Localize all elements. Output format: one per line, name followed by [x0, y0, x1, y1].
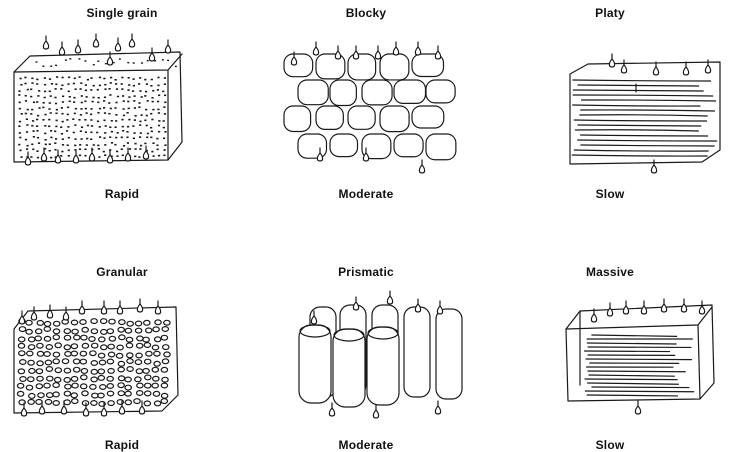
- water-drop-icon: [107, 57, 112, 65]
- massive-sketch: [488, 225, 732, 450]
- water-drop-icon: [137, 304, 142, 312]
- water-drop-icon: [681, 304, 686, 312]
- water-drop-icon: [329, 408, 334, 416]
- water-drop-icon: [635, 406, 640, 414]
- drainage-rate: Slow: [488, 187, 732, 201]
- water-drop-icon: [83, 408, 88, 416]
- granular-sketch: [0, 225, 244, 450]
- cell-massive: Massive Slow: [488, 225, 732, 450]
- water-drop-icon: [623, 306, 628, 314]
- water-drop-icon: [353, 51, 358, 59]
- water-drop-icon: [115, 43, 120, 51]
- water-drop-icon: [705, 65, 710, 73]
- water-drop-icon: [47, 310, 52, 318]
- water-drop-icon: [387, 296, 392, 304]
- water-drop-icon: [59, 47, 64, 55]
- water-drop-icon: [699, 306, 704, 314]
- water-drop-icon: [415, 47, 420, 55]
- water-drop-icon: [609, 59, 614, 67]
- water-drop-icon: [419, 165, 424, 173]
- water-drop-icon: [55, 155, 60, 163]
- water-drop-icon: [41, 153, 46, 161]
- water-drop-icon: [63, 312, 68, 320]
- water-drop-icon: [373, 410, 378, 418]
- water-drop-icon: [75, 45, 80, 53]
- cell-platy: Platy Slow: [488, 0, 732, 225]
- prismatic-sketch: [244, 225, 488, 450]
- water-drop-icon: [621, 65, 626, 73]
- water-drop-icon: [591, 314, 596, 322]
- water-drop-icon: [415, 304, 420, 312]
- water-drop-icon: [683, 67, 688, 75]
- water-drop-icon: [125, 153, 130, 161]
- water-drop-icon: [353, 302, 358, 310]
- water-drop-icon: [435, 51, 440, 59]
- cell-prismatic: Prismatic Moderate: [244, 225, 488, 450]
- water-drop-icon: [79, 306, 84, 314]
- water-drop-icon: [393, 47, 398, 55]
- cell-blocky: Blocky Moderate: [244, 0, 488, 225]
- water-drop-icon: [143, 151, 148, 159]
- water-drop-icon: [149, 53, 154, 61]
- water-drop-icon: [101, 306, 106, 314]
- water-drop-icon: [435, 406, 440, 414]
- water-drop-icon: [31, 312, 36, 320]
- water-drop-icon: [25, 157, 30, 165]
- drainage-rate: Moderate: [244, 187, 488, 201]
- water-drop-icon: [61, 406, 66, 414]
- water-drop-icon: [661, 304, 666, 312]
- water-drop-icon: [165, 45, 170, 53]
- water-drop-icon: [73, 155, 78, 163]
- water-drop-icon: [129, 39, 134, 47]
- water-drop-icon: [641, 306, 646, 314]
- water-drop-icon: [89, 153, 94, 161]
- cell-single-grain: Single grain Rapid: [0, 0, 244, 225]
- water-drop-icon: [117, 306, 122, 314]
- water-drop-icon: [39, 406, 44, 414]
- water-drop-icon: [101, 408, 106, 416]
- water-drop-icon: [21, 408, 26, 416]
- water-drop-icon: [437, 306, 442, 314]
- cell-granular: Granular Rapid: [0, 225, 244, 450]
- water-drop-icon: [375, 51, 380, 59]
- water-drop-icon: [335, 51, 340, 59]
- water-drop-icon: [119, 406, 124, 414]
- water-drop-icon: [43, 41, 48, 49]
- water-drop-icon: [313, 47, 318, 55]
- drainage-rate: Rapid: [0, 187, 244, 201]
- water-drop-icon: [93, 39, 98, 47]
- water-drop-icon: [139, 406, 144, 414]
- water-drop-icon: [651, 165, 656, 173]
- water-drop-icon: [653, 67, 658, 75]
